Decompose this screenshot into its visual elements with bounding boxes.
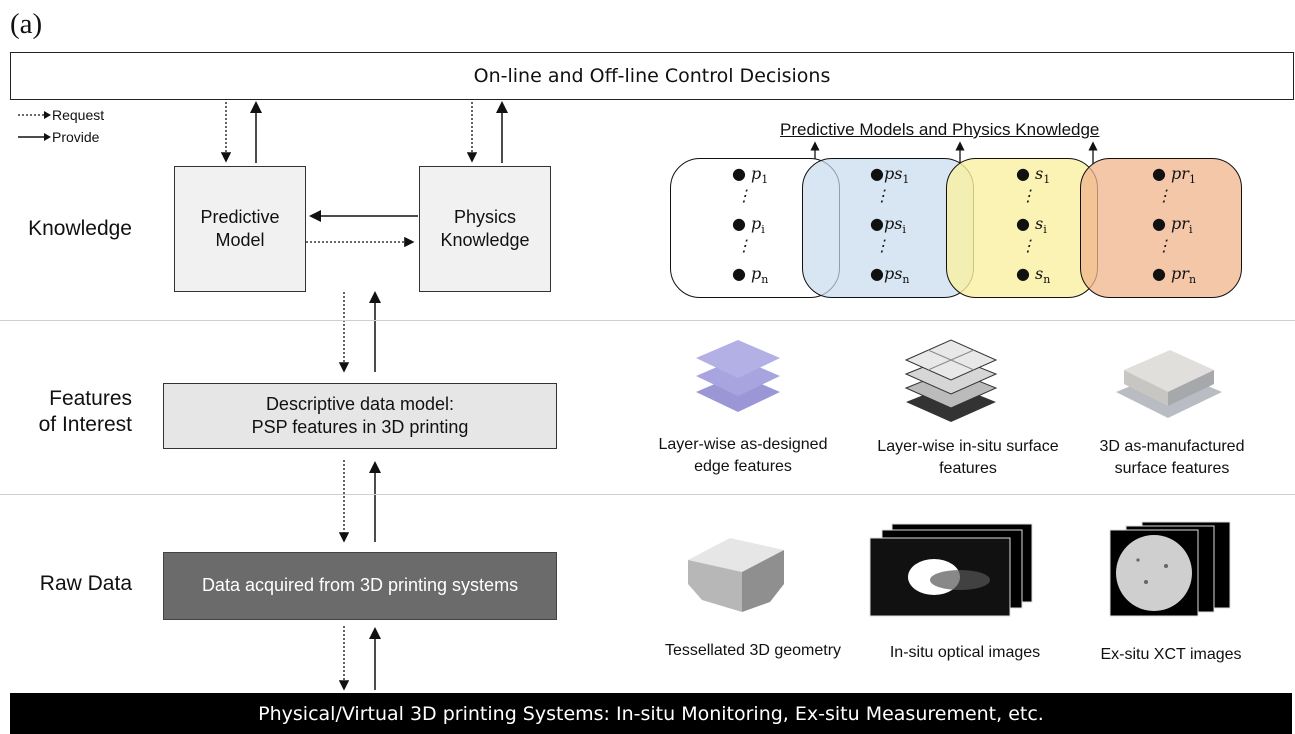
- caption-insitu-optical: In-situ optical images: [889, 644, 1041, 661]
- control-decisions-label: On-line and Off-line Control Decisions: [473, 65, 831, 87]
- predictive-model-box: Predictive Model: [174, 166, 306, 292]
- legend-request-label: Request: [52, 107, 105, 123]
- legend-provide-label: Provide: [52, 129, 100, 145]
- caption-tessellated: Tessellated 3D geometry: [664, 642, 842, 659]
- exsitu-xct-image: [1109, 521, 1231, 617]
- divider-knowledge-features: [0, 320, 1295, 321]
- set-p-items: ● p1⋮ ● pi⋮ ● pn: [732, 164, 769, 287]
- physics-knowledge-label: Physics Knowledge: [440, 206, 530, 250]
- systems-label: Physical/Virtual 3D printing Systems: In…: [258, 702, 1044, 725]
- control-decisions-bar: On-line and Off-line Control Decisions: [10, 52, 1294, 100]
- set-ps-items: ●ps1⋮ ●psi⋮ ●psn: [870, 164, 910, 287]
- systems-bar: Physical/Virtual 3D printing Systems: In…: [10, 693, 1292, 734]
- tessellated-geometry-image: [688, 538, 784, 612]
- insitu-layers-image: [904, 339, 998, 422]
- row-label-raw-data: Raw Data: [39, 572, 132, 595]
- set-s-items: ● s1⋮ ● si⋮ ● sn: [1016, 164, 1051, 287]
- dotted-arrow-icon: [18, 111, 51, 119]
- divider-features-raw: [0, 494, 1295, 495]
- set-s: [946, 158, 1098, 298]
- data-acquired-box: Data acquired from 3D printing systems: [163, 552, 557, 620]
- set-pr: [1080, 158, 1242, 298]
- predictive-model-label: Predictive Model: [200, 206, 280, 250]
- caption-layer-wise-insitu: Layer-wise in-situ surface features: [877, 438, 1059, 477]
- layer-stack-image: [696, 340, 780, 412]
- legend: Request Provide: [16, 104, 104, 148]
- caption-layer-wise-designed: Layer-wise as-designed edge features: [658, 436, 828, 475]
- descriptive-data-model-box: Descriptive data model: PSP features in …: [163, 383, 557, 449]
- physics-knowledge-box: Physics Knowledge: [419, 166, 551, 292]
- pm-title: Predictive Models and Physics Knowledge: [780, 120, 1100, 139]
- data-acquired-label: Data acquired from 3D printing systems: [201, 575, 519, 596]
- row-label-knowledge: Knowledge: [28, 217, 132, 240]
- row-label-features: Features of Interest: [38, 387, 132, 437]
- panel-label: (a): [10, 8, 43, 40]
- legend-request: Request: [16, 104, 104, 126]
- set-ps: [802, 158, 974, 298]
- caption-exsitu-xct: Ex-situ XCT images: [1100, 646, 1242, 663]
- set-pr-items: ● pr1⋮ ● pri⋮ ● prn: [1152, 164, 1197, 287]
- descriptive-data-model-label: Descriptive data model: PSP features in …: [251, 393, 469, 437]
- solid-arrow-icon: [18, 133, 51, 141]
- legend-provide: Provide: [16, 126, 104, 148]
- insitu-optical-image: [869, 523, 1033, 617]
- caption-3d-manufactured: 3D as-manufactured surface features: [1099, 438, 1245, 477]
- manufactured-surface-image: [1116, 350, 1222, 418]
